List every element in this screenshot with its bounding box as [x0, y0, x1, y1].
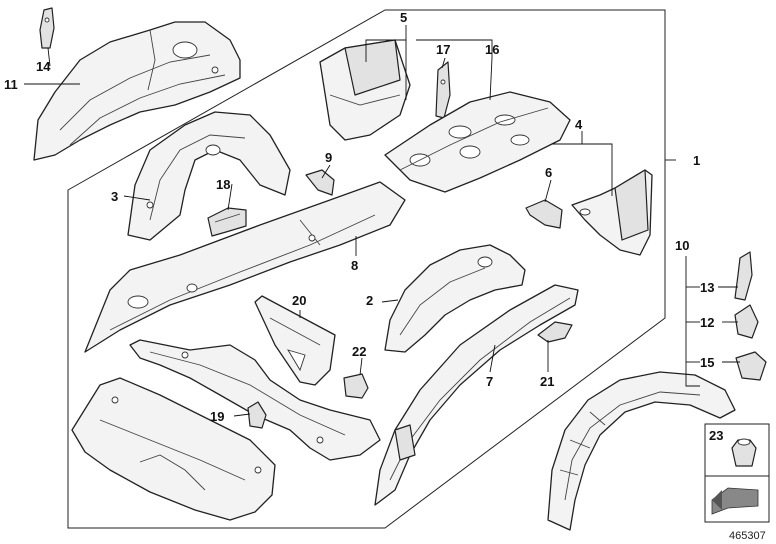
lower-floor-pan	[71, 377, 276, 521]
callout-23: 23	[709, 428, 723, 443]
callout-19: 19	[210, 409, 224, 424]
callout-labels: 1 2 3 4 5 6 7 8 9 10 11 12 13 14 15 16 1…	[4, 10, 723, 443]
callout-18: 18	[216, 177, 230, 192]
callout-2: 2	[366, 293, 373, 308]
callout-6: 6	[545, 165, 552, 180]
callout-9: 9	[325, 150, 332, 165]
callout-3: 3	[111, 189, 118, 204]
callout-12: 12	[700, 315, 714, 330]
part-21-clip	[537, 321, 573, 343]
part-10-wheel-arch-liner	[547, 371, 736, 531]
callout-20: 20	[292, 293, 306, 308]
callout-14: 14	[36, 59, 51, 74]
callout-1: 1	[693, 153, 700, 168]
part-13-clip	[734, 251, 753, 301]
part-8-side-member	[84, 181, 406, 353]
document-number: 465307	[729, 530, 766, 542]
part-5-support-box	[319, 39, 411, 141]
callout-8: 8	[351, 258, 358, 273]
part-3-wheel-housing	[127, 111, 291, 241]
part-20-support	[254, 295, 336, 386]
part-16-floor-section	[384, 91, 571, 193]
callout-11: 11	[4, 77, 18, 92]
callout-15: 15	[700, 355, 714, 370]
part-19-clip	[247, 401, 267, 429]
part-6-bracket	[525, 199, 563, 229]
callout-10: 10	[675, 238, 689, 253]
callout-4: 4	[575, 117, 583, 132]
callout-17: 17	[436, 42, 450, 57]
part-17-bracket	[435, 61, 451, 119]
part-7-inner-rail	[374, 284, 579, 506]
part-22-clip	[343, 373, 369, 399]
part-4-corner-bracket	[571, 169, 653, 256]
part-12-clip	[734, 304, 759, 339]
callout-13: 13	[700, 280, 714, 295]
part-23-box	[704, 423, 770, 523]
callout-21: 21	[540, 374, 554, 389]
callout-7: 7	[486, 374, 493, 389]
part-9-clip	[305, 169, 335, 196]
lower-side-rail	[129, 339, 381, 461]
part-15-clip	[735, 351, 767, 381]
callout-5: 5	[400, 10, 407, 25]
part-2-wheel-arch	[384, 244, 526, 353]
callout-22: 22	[352, 344, 366, 359]
assembly-frame	[67, 9, 666, 529]
callout-16: 16	[485, 42, 499, 57]
leader-lines	[24, 25, 740, 417]
part-14-clip	[39, 7, 55, 49]
part-11-wheel-arch-liner	[33, 21, 241, 161]
part-18-bracket	[207, 207, 247, 237]
